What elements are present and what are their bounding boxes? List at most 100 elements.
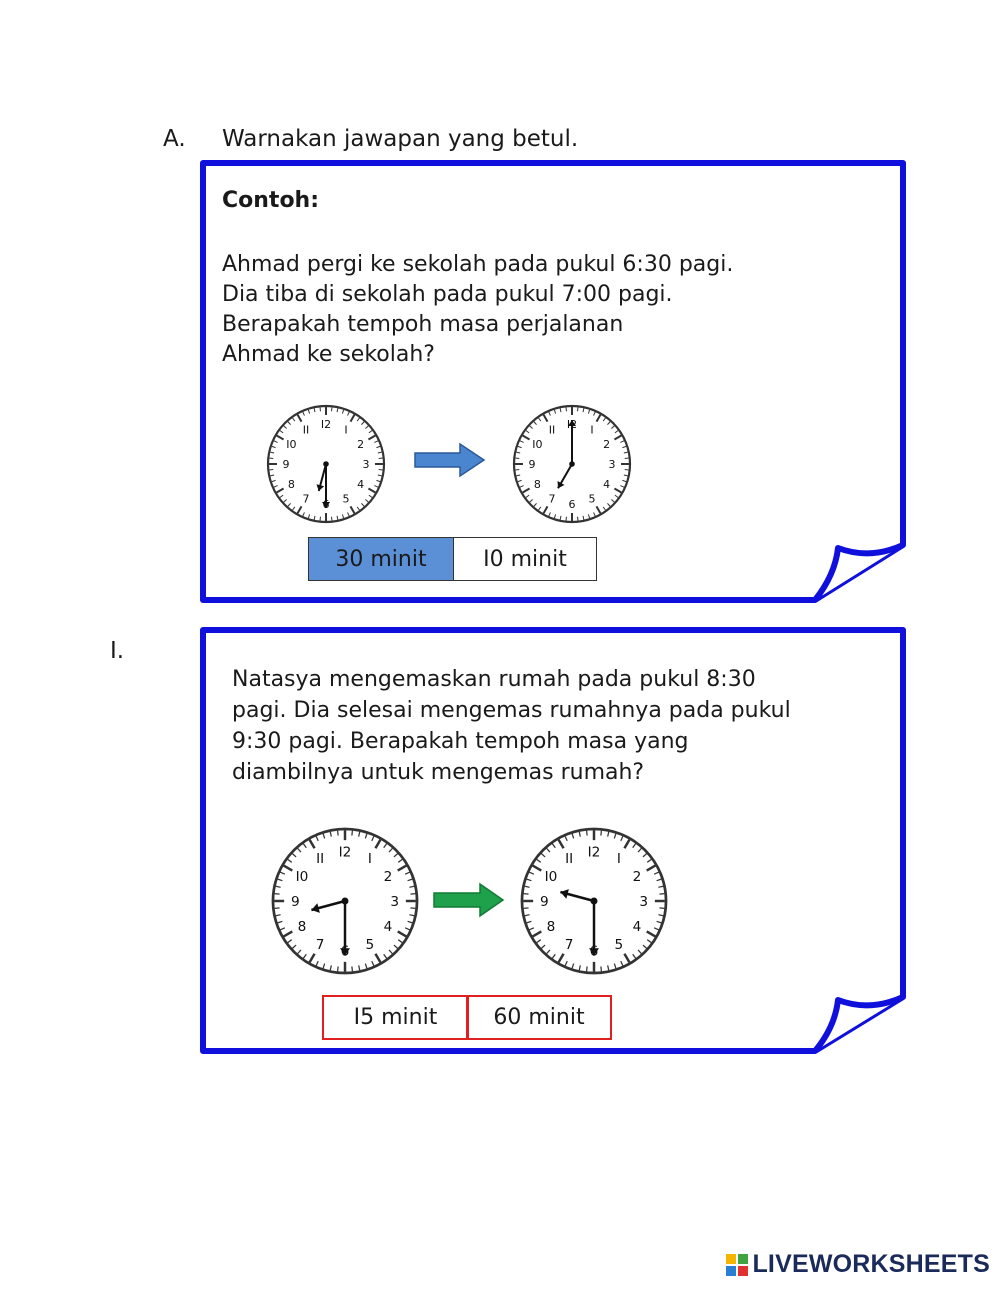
example-answer-option-2[interactable]: I0 minit bbox=[453, 537, 597, 581]
clock-tick bbox=[376, 479, 381, 483]
clock-numeral: 4 bbox=[384, 919, 393, 935]
clock-numeral: 5 bbox=[589, 493, 596, 506]
clock-tick bbox=[409, 914, 415, 917]
clock-tick bbox=[341, 514, 345, 519]
clock-tick bbox=[656, 920, 662, 924]
clock-tick bbox=[271, 445, 276, 449]
clock-numeral: II bbox=[565, 851, 573, 867]
clock-tick bbox=[637, 949, 642, 955]
clock-tick bbox=[377, 451, 382, 454]
clock-hour-hand-tip bbox=[560, 889, 569, 899]
clock-tick bbox=[658, 914, 664, 917]
clock-tick bbox=[364, 833, 368, 839]
clock-numeral: 2 bbox=[357, 438, 364, 451]
clock-tick bbox=[623, 953, 631, 963]
clock-tick bbox=[341, 409, 345, 414]
clock-tick bbox=[296, 505, 303, 514]
clock-numeral: 2 bbox=[603, 438, 610, 451]
clock-tick bbox=[551, 953, 556, 959]
clock-tick bbox=[388, 847, 393, 853]
clock-tick bbox=[292, 506, 296, 511]
clock-tick bbox=[374, 485, 379, 488]
clock-tick bbox=[538, 506, 542, 511]
clock-tick bbox=[614, 494, 619, 498]
clock-numeral: II bbox=[549, 423, 556, 436]
clock-numeral: 7 bbox=[565, 937, 574, 953]
clock-tick bbox=[283, 864, 293, 872]
clock-tick bbox=[593, 411, 596, 416]
clock-tick bbox=[302, 953, 307, 959]
clock-tick bbox=[361, 421, 365, 425]
clock-tick bbox=[613, 833, 617, 839]
clock-tick bbox=[329, 965, 332, 971]
clock-tick bbox=[315, 960, 319, 966]
clock-tick bbox=[653, 927, 659, 931]
clock-numeral: 5 bbox=[614, 937, 623, 953]
clock-tick bbox=[540, 944, 546, 949]
question-text-line: Natasya mengemaskan rumah pada pukul 8:3… bbox=[232, 667, 756, 692]
clock-tick bbox=[578, 965, 581, 971]
answer-label: I5 minit bbox=[353, 1005, 438, 1030]
clock-tick bbox=[356, 506, 360, 511]
clock-tick bbox=[296, 414, 303, 423]
clock-tick bbox=[620, 440, 625, 443]
clock-tick bbox=[276, 487, 285, 494]
clock-tick bbox=[632, 953, 637, 959]
clock-minute-hand-tip bbox=[589, 948, 599, 956]
clock-numeral: 5 bbox=[365, 937, 374, 953]
clock-tick bbox=[273, 440, 278, 443]
example-answer-option-1[interactable]: 30 minit bbox=[308, 537, 454, 581]
clock-tick bbox=[274, 907, 280, 910]
liveworksheets-logo-icon bbox=[726, 1253, 749, 1276]
clock-tick bbox=[364, 963, 368, 969]
clock-tick bbox=[571, 833, 575, 839]
clock-tick bbox=[410, 907, 416, 910]
clock-numeral: I bbox=[344, 423, 347, 436]
clock-tick bbox=[613, 963, 617, 969]
clock-center bbox=[323, 461, 329, 467]
clock-tick bbox=[517, 445, 522, 449]
clock-numeral: I bbox=[590, 423, 593, 436]
clock-tick bbox=[280, 927, 286, 931]
clock-tick bbox=[280, 871, 286, 875]
clock-tick bbox=[287, 858, 293, 863]
clock-numeral: I bbox=[368, 851, 372, 867]
clock-tick bbox=[351, 830, 354, 836]
clock-tick bbox=[374, 440, 379, 443]
clock-tick bbox=[551, 843, 556, 849]
clock-tick bbox=[277, 878, 283, 882]
clock-tick bbox=[600, 830, 603, 836]
clock-tick bbox=[315, 836, 319, 842]
clock-tick bbox=[307, 514, 311, 519]
clock-tick bbox=[548, 512, 551, 517]
logo-text: LIVEWORKSHEETS bbox=[752, 1250, 990, 1278]
clock-numeral: I0 bbox=[532, 438, 542, 451]
question-start-clock: I2I23456789I0II bbox=[271, 827, 419, 975]
clock-tick bbox=[361, 503, 365, 507]
clock-tick bbox=[607, 831, 610, 837]
clock-tick bbox=[283, 425, 287, 429]
clock-tick bbox=[542, 505, 549, 514]
clock-tick bbox=[397, 930, 407, 938]
clock-tick bbox=[273, 485, 278, 488]
clock-tick bbox=[632, 843, 637, 849]
clock-tick bbox=[516, 474, 521, 477]
clock-tick bbox=[347, 411, 350, 416]
question-answer-option-2[interactable]: 60 minit bbox=[466, 995, 612, 1040]
question-number: I. bbox=[110, 638, 125, 664]
clock-tick bbox=[620, 836, 624, 842]
clock-tick bbox=[377, 474, 382, 477]
answer-label: I0 minit bbox=[483, 546, 567, 572]
question-answer-option-1[interactable]: I5 minit bbox=[322, 995, 469, 1040]
clock-tick bbox=[529, 425, 533, 429]
clock-hour-hand-tip bbox=[316, 484, 325, 492]
clock-tick bbox=[529, 499, 533, 503]
clock-numeral: 9 bbox=[529, 458, 536, 471]
clock-tick bbox=[540, 853, 546, 858]
clock-center bbox=[341, 897, 349, 905]
clock-tick bbox=[383, 953, 388, 959]
clock-tick bbox=[611, 425, 615, 429]
clock-tick bbox=[525, 430, 530, 434]
clock-numeral: 4 bbox=[633, 919, 642, 935]
clock-tick bbox=[287, 939, 293, 944]
